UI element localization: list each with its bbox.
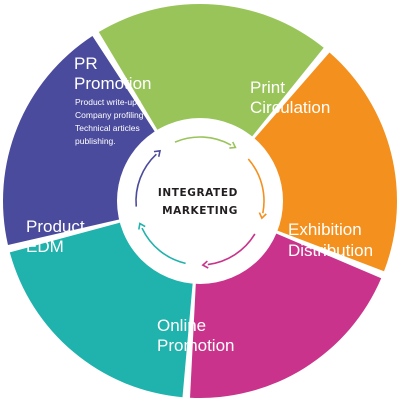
- product-edm-title: Product EDM: [26, 217, 89, 256]
- arrowhead-icon: [138, 222, 146, 230]
- exhibition-distribution-title: Exhibition Distribution: [288, 220, 373, 260]
- print-circulation-title-line2: Circulation: [250, 98, 330, 117]
- arrowhead-icon: [229, 141, 237, 149]
- center-label-line2: MARKETING: [162, 205, 238, 217]
- pr-detail-4: publishing.: [75, 136, 116, 146]
- cycle-arrow-icon: [135, 153, 157, 207]
- pr-promotion-details: Product write-ups Company profiling Tech…: [75, 97, 146, 146]
- cycle-arrow-icon: [141, 227, 186, 265]
- pr-detail-1: Product write-ups: [75, 97, 141, 107]
- online-title-line2: Promotion: [157, 336, 234, 355]
- pr-promotion-title-line2: Promotion: [74, 74, 151, 93]
- segment-pr-promotion[interactable]: [98, 3, 324, 141]
- arrowhead-icon: [201, 260, 209, 269]
- print-circulation-title-line1: Print: [250, 78, 285, 97]
- segment-print-circulation[interactable]: [251, 52, 398, 272]
- cycle-arrow-icon: [174, 136, 232, 146]
- cycle-arrow-icon: [247, 158, 265, 214]
- product-title-line1: Product: [26, 217, 85, 236]
- center-label-line1: INTEGRATED: [158, 187, 238, 199]
- segments-layer: [2, 3, 398, 399]
- online-title-line1: Online: [157, 316, 206, 335]
- segment-online-promotion[interactable]: [9, 221, 194, 398]
- pr-detail-3: Technical articles: [75, 123, 140, 133]
- pr-promotion-title: PR Promotion: [74, 54, 151, 93]
- print-circulation-title: Print Circulation: [250, 78, 330, 117]
- online-promotion-title: Online Promotion: [157, 316, 234, 355]
- arrowhead-icon: [258, 212, 267, 220]
- center-disc: [117, 118, 283, 284]
- exhibition-title-line2: Distribution: [288, 241, 373, 260]
- cycle-arrow-icon: [207, 233, 256, 266]
- exhibition-title-line1: Exhibition: [288, 220, 362, 239]
- pr-promotion-title-line1: PR: [74, 54, 98, 73]
- product-title-line2: EDM: [26, 237, 64, 256]
- center-label: INTEGRATED MARKETING: [158, 187, 242, 217]
- pr-detail-2: Company profiling: [75, 110, 144, 120]
- cycle-arrows: [135, 136, 267, 269]
- arrowhead-icon: [153, 149, 162, 157]
